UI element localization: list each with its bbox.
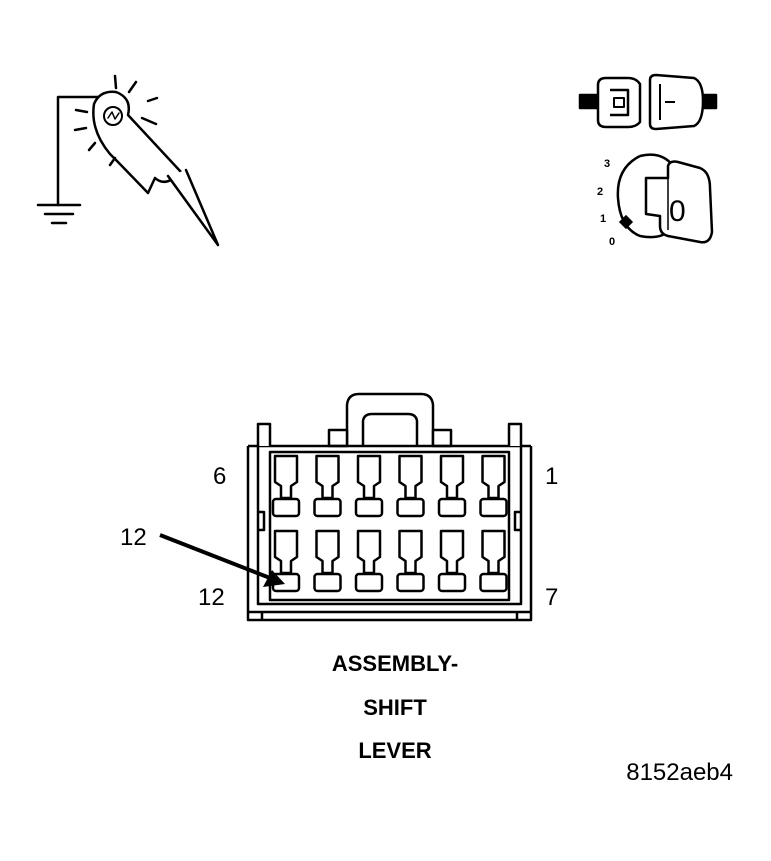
pin-cavity xyxy=(479,529,508,593)
pin-label-bottom-left: 12 xyxy=(198,584,225,611)
key-pointer-icon xyxy=(618,214,634,230)
pin-cavity xyxy=(437,529,467,593)
pin-cavity xyxy=(313,529,342,593)
caption-line-3: LEVER xyxy=(358,738,431,763)
caption-line-1: ASSEMBLY- xyxy=(332,651,458,676)
figure-code: 8152aeb4 xyxy=(626,759,733,786)
callout-arrow xyxy=(159,533,285,587)
position-label: 2 xyxy=(597,186,603,198)
pin-label-top-right: 1 xyxy=(545,463,558,490)
connector-face xyxy=(246,392,533,622)
pin-cavity xyxy=(354,454,384,518)
position-label: 3 xyxy=(604,158,610,170)
pin-cavity xyxy=(396,454,425,518)
pin-cavity xyxy=(313,454,342,518)
position-label: 0 xyxy=(609,236,615,248)
pin-cavity xyxy=(271,454,301,518)
pin-cavity xyxy=(396,529,425,593)
connector-disconnect-icon xyxy=(578,73,718,131)
pin-cavity xyxy=(437,454,467,518)
key-position-label: 0 xyxy=(669,195,686,228)
pin-cavity xyxy=(479,454,508,518)
callout-pin-label: 12 xyxy=(120,524,147,551)
pin-cavity xyxy=(354,529,384,593)
caption-line-2: SHIFT xyxy=(363,695,427,720)
pin-label-bottom-right: 7 xyxy=(545,584,558,611)
pin-label-top-left: 6 xyxy=(213,463,226,490)
position-label: 1 xyxy=(600,213,606,225)
test-light-grounded-icon xyxy=(36,74,220,247)
ignition-key-icon: 3 2 1 0 0 xyxy=(597,153,714,248)
pin-cavities xyxy=(271,454,508,593)
